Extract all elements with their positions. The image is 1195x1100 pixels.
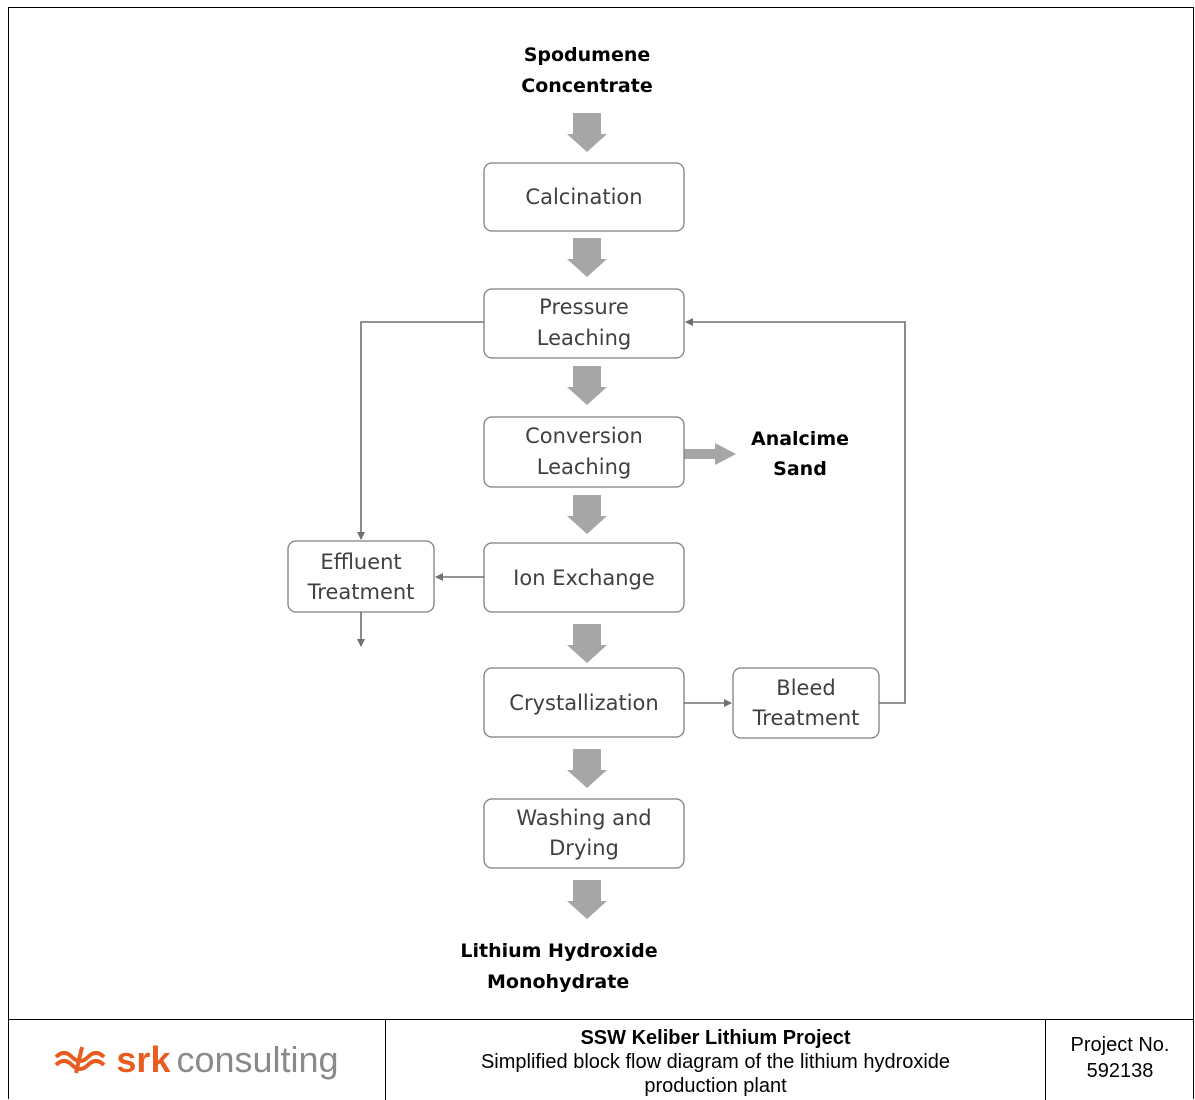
side-output-line1: Analcime [751, 428, 849, 450]
thick-arrow-7 [567, 880, 607, 919]
thick-arrow-1 [567, 113, 607, 152]
step-bleed-treatment: Bleed Treatment [732, 667, 880, 739]
svg-text:Crystallization: Crystallization [509, 691, 658, 715]
output-label-line1: Lithium Hydroxide [460, 940, 657, 962]
project-number: 592138 [1086, 1060, 1154, 1082]
side-output-line2: Sand [773, 458, 827, 480]
project-number-label: Project No. [1070, 1034, 1170, 1056]
logo-srk-text: srk [116, 1039, 171, 1080]
connector-bleed-recycle [685, 318, 906, 704]
svg-text:Treatment: Treatment [752, 706, 860, 730]
title-cell: SSW Keliber Lithium Project Simplified b… [386, 1020, 1046, 1100]
output-label-line2: Monohydrate [487, 971, 629, 993]
svg-text:Leaching: Leaching [537, 455, 631, 479]
logo-cell: srk consulting [8, 1020, 386, 1100]
svg-text:Treatment: Treatment [307, 580, 415, 604]
svg-text:Conversion: Conversion [525, 424, 643, 448]
project-title: SSW Keliber Lithium Project [580, 1027, 851, 1049]
diagram-subtitle-line2: production plant [644, 1075, 787, 1097]
step-crystallization: Crystallization [483, 667, 685, 738]
svg-text:Washing and: Washing and [516, 806, 651, 830]
logo-consulting-text: consulting [176, 1039, 339, 1080]
thick-arrow-4 [567, 495, 607, 534]
diagram-subtitle-line1: Simplified block flow diagram of the lit… [480, 1051, 951, 1073]
input-label-line2: Concentrate [521, 75, 652, 97]
thick-arrow-5 [567, 624, 607, 663]
svg-text:Effluent: Effluent [320, 550, 401, 574]
thick-arrow-6 [567, 749, 607, 788]
svg-text:Ion Exchange: Ion Exchange [513, 566, 655, 590]
svg-text:Pressure: Pressure [539, 295, 629, 319]
srk-wave-icon [54, 1046, 106, 1074]
page-frame [8, 7, 1194, 1099]
srk-logo: srk consulting [54, 1039, 339, 1081]
thick-arrow-3 [567, 366, 607, 405]
input-label-line1: Spodumene [524, 44, 651, 66]
connector-pressure-to-effluent [357, 321, 484, 540]
step-washing-drying: Washing and Drying [483, 798, 685, 869]
svg-text:Drying: Drying [549, 836, 619, 860]
thick-arrow-analcime [684, 443, 736, 465]
flow-diagram: Spodumene Concentrate Calcination Pressu… [287, 44, 906, 993]
footer: srk consulting SSW Keliber Lithium Proje… [8, 1019, 1194, 1100]
step-ion-exchange: Ion Exchange [483, 542, 685, 613]
svg-text:Bleed: Bleed [776, 676, 835, 700]
svg-text:Leaching: Leaching [537, 326, 631, 350]
step-pressure-leaching: Pressure Leaching [483, 288, 685, 359]
step-calcination: Calcination [483, 162, 685, 232]
step-effluent-treatment: Effluent Treatment [287, 540, 435, 613]
project-number-cell: Project No. 592138 [1046, 1020, 1194, 1100]
svg-text:Calcination: Calcination [525, 185, 642, 209]
step-conversion-leaching: Conversion Leaching [483, 416, 685, 488]
thick-arrow-2 [567, 238, 607, 277]
